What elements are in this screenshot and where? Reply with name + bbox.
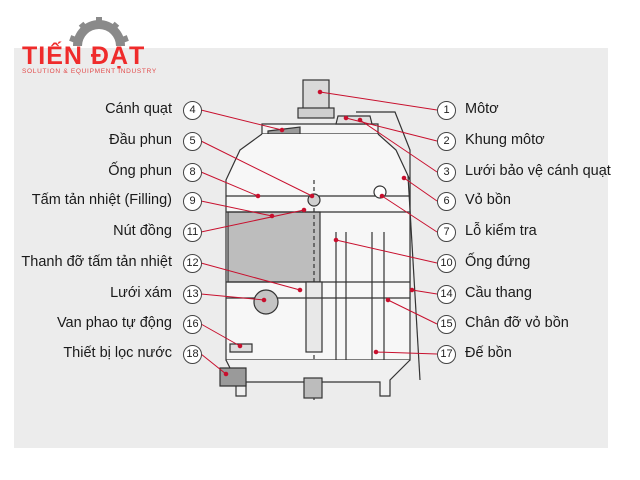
- leader-line-4: [200, 109, 283, 131]
- callout-number-7: 7: [437, 223, 456, 242]
- leader-line-17: [375, 351, 438, 355]
- label-14: Cầu thang: [465, 285, 532, 301]
- callout-number-5: 5: [183, 132, 202, 151]
- label-5: Đầu phun: [109, 132, 172, 148]
- leader-dot-8: [255, 193, 261, 199]
- leader-line-11: [200, 209, 305, 233]
- callout-number-10: 10: [437, 254, 456, 273]
- callout-number-17: 17: [437, 345, 456, 364]
- label-6: Vỏ bồn: [465, 192, 511, 208]
- leader-line-15: [387, 299, 438, 325]
- callout-number-3: 3: [437, 163, 456, 182]
- callout-number-13: 13: [183, 285, 202, 304]
- callout-number-1: 1: [437, 101, 456, 120]
- callout-number-12: 12: [183, 254, 202, 273]
- leader-line-9: [200, 200, 273, 217]
- filling: [227, 211, 321, 283]
- leader-line-16: [200, 323, 241, 347]
- leader-dot-16: [237, 343, 243, 349]
- label-8: Ống phun: [108, 163, 172, 179]
- brand-tagline: SOLUTION & EQUIPMENT INDUSTRY: [22, 68, 157, 75]
- leader-dot-12: [297, 287, 303, 293]
- leader-dot-18: [223, 371, 229, 377]
- leader-dot-2: [343, 115, 349, 121]
- ladder: [407, 175, 421, 381]
- leader-line-6: [403, 177, 438, 202]
- riser-pipe: [305, 281, 323, 353]
- leader-line-18: [200, 353, 227, 375]
- callout-number-14: 14: [437, 285, 456, 304]
- label-1: Môtơ: [465, 101, 499, 117]
- leader-line-12: [200, 262, 301, 291]
- leader-dot-5: [309, 193, 315, 199]
- water-filter: [219, 367, 247, 387]
- leader-dot-7: [379, 193, 385, 199]
- label-4: Cánh quạt: [105, 101, 172, 117]
- label-13: Lưới xám: [110, 285, 172, 301]
- leader-line-10: [335, 239, 438, 264]
- label-17: Đế bồn: [465, 345, 512, 361]
- leader-dot-3: [357, 117, 363, 123]
- grey-mesh: [253, 289, 279, 315]
- label-9: Tấm tản nhiệt (Filling): [31, 192, 172, 208]
- callout-number-15: 15: [437, 315, 456, 334]
- label-7: Lỗ kiểm tra: [465, 223, 537, 239]
- leader-line-1: [319, 91, 438, 111]
- company-logo: [69, 17, 129, 46]
- label-18: Thiết bị lọc nước: [63, 345, 172, 361]
- leader-line-5: [200, 140, 313, 197]
- leader-line-8: [200, 171, 259, 197]
- callout-number-9: 9: [183, 192, 202, 211]
- label-16: Van phao tự động: [56, 315, 172, 331]
- gear-icon: [69, 17, 129, 46]
- label-11: Nút đồng: [113, 223, 172, 239]
- motor-base: [297, 107, 335, 119]
- callout-number-8: 8: [183, 163, 202, 182]
- leader-line-14: [411, 289, 438, 295]
- brand-name: TIẾN ĐẠT: [22, 42, 146, 70]
- label-2: Khung môtơ: [465, 132, 545, 148]
- label-10: Ống đứng: [465, 254, 531, 270]
- leader-dot-6: [401, 175, 407, 181]
- label-3: Lưới bảo vệ cánh quạt: [465, 163, 611, 179]
- callout-number-4: 4: [183, 101, 202, 120]
- leader-dot-15: [385, 297, 391, 303]
- label-12: Thanh đỡ tấm tản nhiệt: [21, 254, 172, 270]
- leader-dot-11: [301, 207, 307, 213]
- leader-line-3: [359, 119, 438, 173]
- callout-number-18: 18: [183, 345, 202, 364]
- leader-lines: [200, 89, 438, 377]
- leader-line-13: [200, 293, 265, 301]
- leader-dot-10: [333, 237, 339, 243]
- callout-number-2: 2: [437, 132, 456, 151]
- leader-dot-14: [409, 287, 415, 293]
- leader-dot-1: [317, 89, 323, 95]
- callout-number-11: 11: [183, 223, 202, 242]
- leader-line-7: [381, 195, 438, 233]
- callout-number-6: 6: [437, 192, 456, 211]
- callout-number-16: 16: [183, 315, 202, 334]
- label-15: Chân đỡ vỏ bồn: [465, 315, 569, 331]
- leader-dot-13: [261, 297, 267, 303]
- motor: [302, 79, 330, 111]
- leader-dot-4: [279, 127, 285, 133]
- leader-dot-17: [373, 349, 379, 355]
